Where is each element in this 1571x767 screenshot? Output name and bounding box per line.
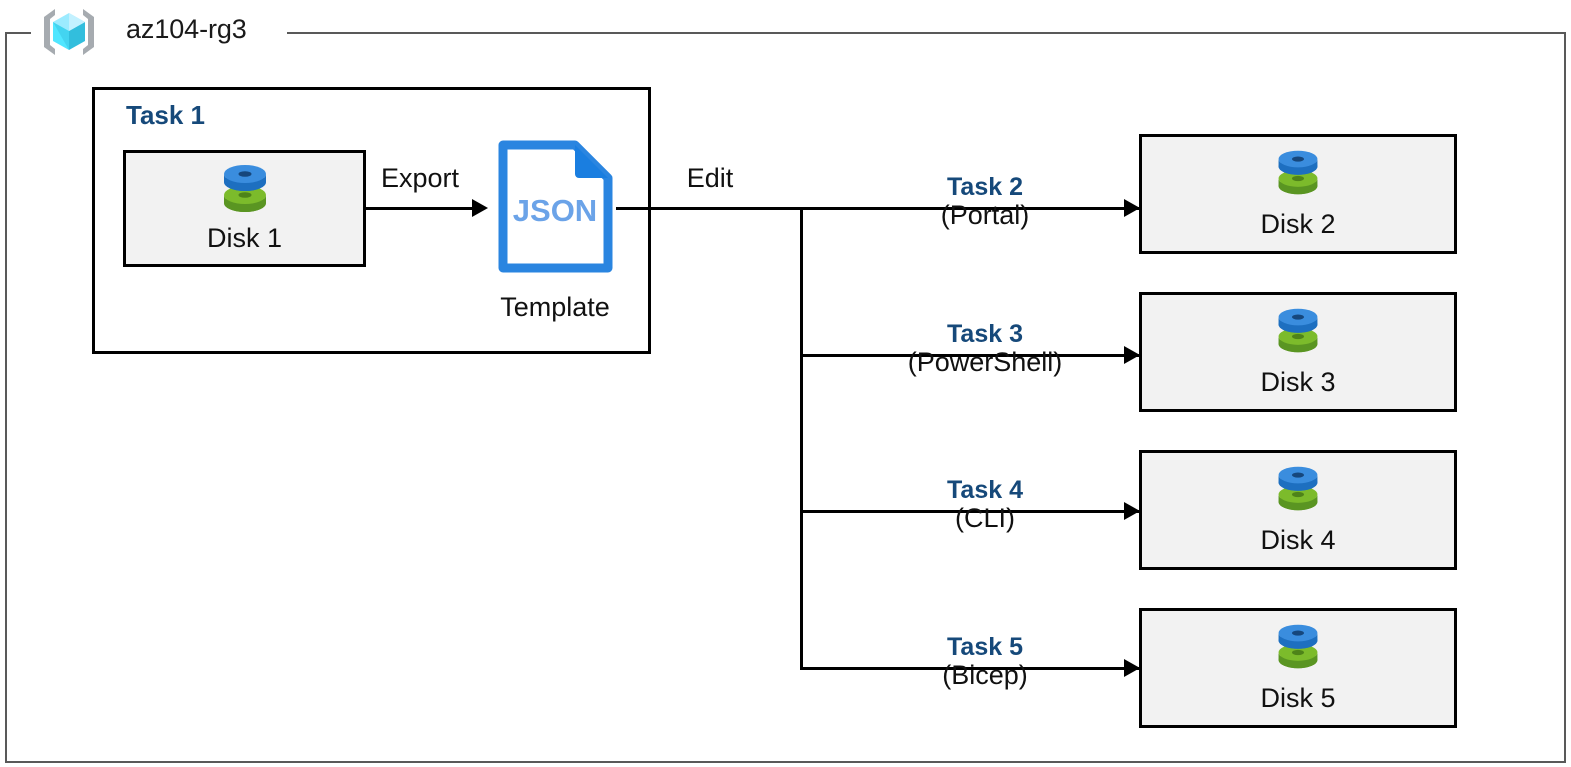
export-label: Export: [380, 163, 460, 193]
export-label-group: Export: [300, 164, 540, 192]
resource-group-border-top-right: [287, 32, 1566, 34]
disk1-caption: Disk 1: [206, 223, 282, 253]
branch3-line: [800, 510, 1140, 513]
managed-disk-icon: [1142, 621, 1454, 671]
branch3-task-label: Task 4: [947, 476, 1023, 504]
disk5-caption: Disk 5: [1260, 683, 1336, 713]
branch-trunk-line: [800, 207, 803, 670]
disk2-box[interactable]: Disk 2: [1139, 134, 1457, 254]
resource-group-border-top-left: [5, 32, 31, 34]
edit-label: Edit: [686, 163, 734, 193]
branch4-arrow-head: [1124, 659, 1140, 677]
task1-label: Task 1: [126, 100, 206, 130]
task1-group-box: [92, 87, 651, 354]
branch4-label-group: Task 5 (Bicep): [860, 634, 1110, 691]
branch2-arrow-head: [1124, 346, 1140, 364]
branch1-label-group: Task 2 (Portal): [860, 174, 1110, 231]
branch2-label-group: Task 3 (PowerShell): [860, 321, 1110, 378]
azure-resource-group-icon: [36, 6, 102, 58]
json-file-icon[interactable]: JSON: [497, 139, 614, 274]
template-caption: Template: [500, 292, 610, 322]
disk2-caption: Disk 2: [1260, 209, 1336, 239]
resource-group-border-bottom: [5, 761, 1566, 763]
branch1-task-label: Task 2: [947, 173, 1023, 201]
branch2-task-label: Task 3: [947, 320, 1023, 348]
managed-disk-icon: [1142, 305, 1454, 355]
branch3-label-group: Task 4 (CLI): [860, 477, 1110, 534]
svg-text:JSON: JSON: [513, 193, 597, 228]
branch4-task-label: Task 5: [947, 633, 1023, 661]
export-arrow-line: [366, 207, 476, 210]
disk3-caption: Disk 3: [1260, 367, 1336, 397]
disk4-caption: Disk 4: [1260, 525, 1336, 555]
managed-disk-icon: [126, 161, 363, 215]
branch2-line: [800, 354, 1140, 357]
branch1-arrow-head: [1124, 199, 1140, 217]
branch1-line: [800, 207, 1140, 210]
disk5-box[interactable]: Disk 5: [1139, 608, 1457, 728]
resource-group-name: az104-rg3: [126, 14, 247, 44]
disk4-box[interactable]: Disk 4: [1139, 450, 1457, 570]
branch3-method-label: (CLI): [955, 503, 1015, 534]
branch3-arrow-head: [1124, 502, 1140, 520]
edit-label-group: Edit: [620, 164, 800, 192]
managed-disk-icon: [1142, 147, 1454, 197]
branch4-line: [800, 667, 1140, 670]
managed-disk-icon: [1142, 463, 1454, 513]
branch1-method-label: (Portal): [940, 200, 1030, 231]
branch2-method-label: (PowerShell): [907, 347, 1063, 378]
branch4-method-label: (Bicep): [942, 660, 1028, 691]
disk3-box[interactable]: Disk 3: [1139, 292, 1457, 412]
resource-group-border-left: [5, 32, 7, 763]
resource-group-border-right: [1564, 32, 1566, 763]
edit-line: [616, 207, 803, 210]
disk1-box[interactable]: Disk 1: [123, 150, 366, 267]
export-arrow-head: [472, 199, 488, 217]
